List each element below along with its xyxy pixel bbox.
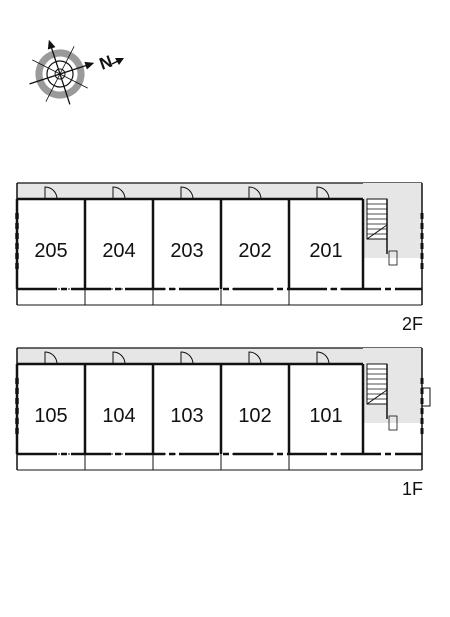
stair-floor xyxy=(363,258,422,289)
north-arrow-icon xyxy=(111,58,124,65)
door-swing-icon xyxy=(316,351,330,365)
floor-label-1f: 1F xyxy=(402,479,423,499)
north-letter: N xyxy=(97,52,115,74)
door-swing-icon xyxy=(180,186,194,200)
unit-label: 102 xyxy=(238,405,271,427)
corridor xyxy=(17,348,422,364)
corridor xyxy=(17,183,422,199)
door-swing-icon xyxy=(44,186,58,200)
floor-label-2f: 2F xyxy=(402,314,423,334)
unit-label: 101 xyxy=(309,405,342,427)
stair-floor xyxy=(363,423,422,454)
unit-label: 104 xyxy=(102,405,135,427)
unit-label: 201 xyxy=(309,240,342,262)
door-swing-icon xyxy=(112,186,126,200)
compass-rose-icon xyxy=(29,39,95,105)
door-swing-icon xyxy=(112,351,126,365)
floor-1f-plan: 105 104 103 102 101 xyxy=(15,347,431,471)
unit-label: 202 xyxy=(238,240,271,262)
staircase-icon xyxy=(366,198,398,266)
staircase-icon xyxy=(366,363,398,431)
door-swing-icon xyxy=(248,351,262,365)
unit-label: 105 xyxy=(34,405,67,427)
unit-label: 205 xyxy=(34,240,67,262)
floor-2f-plan: 205 204 203 202 201 xyxy=(15,182,424,306)
unit-label: 204 xyxy=(102,240,135,262)
door-swing-icon xyxy=(316,186,330,200)
door-swing-icon xyxy=(180,351,194,365)
door-swing-icon xyxy=(248,186,262,200)
unit-label: 103 xyxy=(170,405,203,427)
entrance-door-icon xyxy=(422,387,431,407)
unit-label: 203 xyxy=(170,240,203,262)
door-swing-icon xyxy=(44,351,58,365)
